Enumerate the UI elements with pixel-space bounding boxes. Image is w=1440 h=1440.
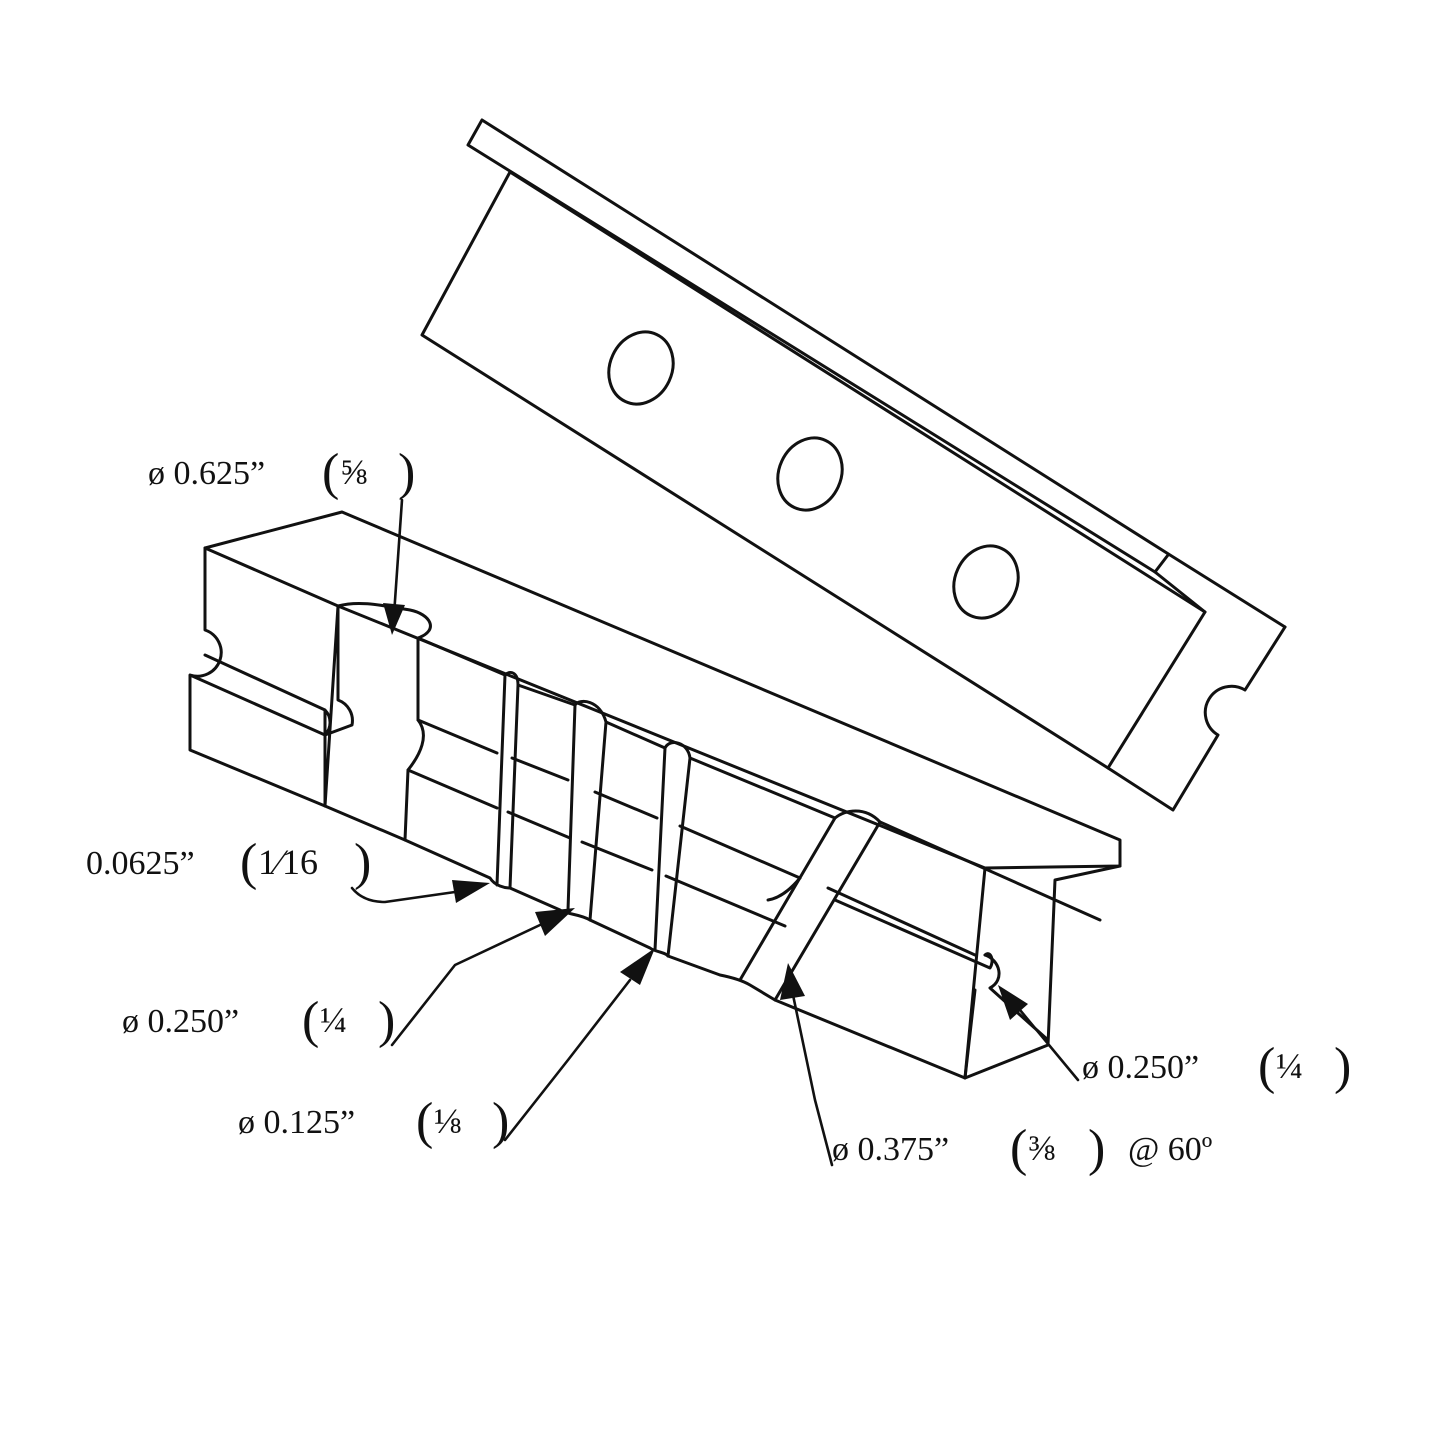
leader-00625 [350,886,457,904]
arrowhead-00625 [452,880,490,903]
dimension-leaders [350,498,1080,1167]
arrowhead-0375 [780,963,805,1000]
plain-jaw-end-face [1106,570,1287,812]
label-0250-left: ø 0.250” ( ¼ ) [122,992,395,1049]
label-00625-paren-open: ( [240,834,257,891]
leader-0375 [791,993,834,1167]
mounting-hole-1 [607,330,675,406]
label-00625: 0.0625” ( 1⁄16 ) [86,834,371,891]
label-0250-right-paren-open: ( [1258,1038,1275,1095]
horizontal-groove-lower-b [416,718,977,957]
groove-0625 [323,601,432,842]
mounting-hole-3 [952,544,1020,620]
grooved-jaw-right-inner [963,988,977,1080]
label-0250-left-paren-close: ) [378,992,395,1049]
label-0375-suffix: @ 60º [1128,1131,1212,1168]
plain-jaw [420,118,1287,812]
arrowhead-0125 [620,948,655,985]
label-0625: ø 0.625” ( ⅝ ) [148,444,415,501]
plain-jaw-top-edge [466,118,1287,629]
arrowhead-0625 [383,603,405,635]
label-0125-frac: ⅛ [434,1101,461,1141]
leader-0250-left [390,923,542,1047]
label-0250-left-paren-open: ( [302,992,319,1049]
plain-jaw-front-face [420,170,1207,770]
label-00625-main: 0.0625” [86,845,195,882]
label-0250-left-main: ø 0.250” [122,1003,239,1040]
arrowhead-0250-left [535,908,575,936]
mounting-hole-2 [776,436,844,512]
label-0250-right-main: ø 0.250” [1082,1049,1199,1086]
label-0125-main: ø 0.125” [238,1104,355,1141]
horizontal-groove-upper [416,636,1102,922]
horizontal-groove-lower [406,768,994,970]
label-0375-paren-open: ( [1010,1120,1027,1177]
label-0125-paren-open: ( [416,1093,433,1150]
grooved-jaw-left-end [188,546,332,808]
label-00625-paren-close: ) [354,834,371,891]
vertical-groove-3 [653,746,692,958]
label-0625-paren-close: ) [398,444,415,501]
label-0125-paren-close: ) [492,1093,509,1150]
label-0125: ø 0.125” ( ⅛ ) [238,1093,509,1150]
grooved-jaw-left-block [323,604,354,808]
leader-0125 [503,978,632,1142]
grooved-jaw-bottom [403,838,967,1080]
label-0375-main: ø 0.375” [832,1131,949,1168]
label-0250-left-frac: ¼ [320,1000,347,1040]
arrowhead-0250-right [998,985,1028,1020]
vertical-groove-1 [495,673,520,890]
leader-0625 [392,498,404,617]
grooved-jaw [188,510,1122,1080]
label-0250-right-frac: ¼ [1276,1046,1303,1086]
label-0250-right-paren-close: ) [1334,1038,1351,1095]
label-0625-frac: ⅝ [340,452,367,492]
label-0375: ø 0.375” ( ⅜ ) @ 60º [832,1120,1212,1177]
label-0625-paren-open: ( [322,444,339,501]
label-0625-main: ø 0.625” [148,455,265,492]
label-00625-frac: 1⁄16 [258,842,318,882]
angled-groove-60 [738,816,882,1002]
vertical-groove-2 [566,703,608,922]
label-0375-frac: ⅜ [1028,1128,1055,1168]
grooved-jaw-right-end [963,864,1122,1080]
label-0250-right: ø 0.250” ( ¼ ) [1082,1038,1351,1095]
leader-0250-right [1018,1008,1080,1082]
label-0375-paren-close: ) [1088,1120,1105,1177]
